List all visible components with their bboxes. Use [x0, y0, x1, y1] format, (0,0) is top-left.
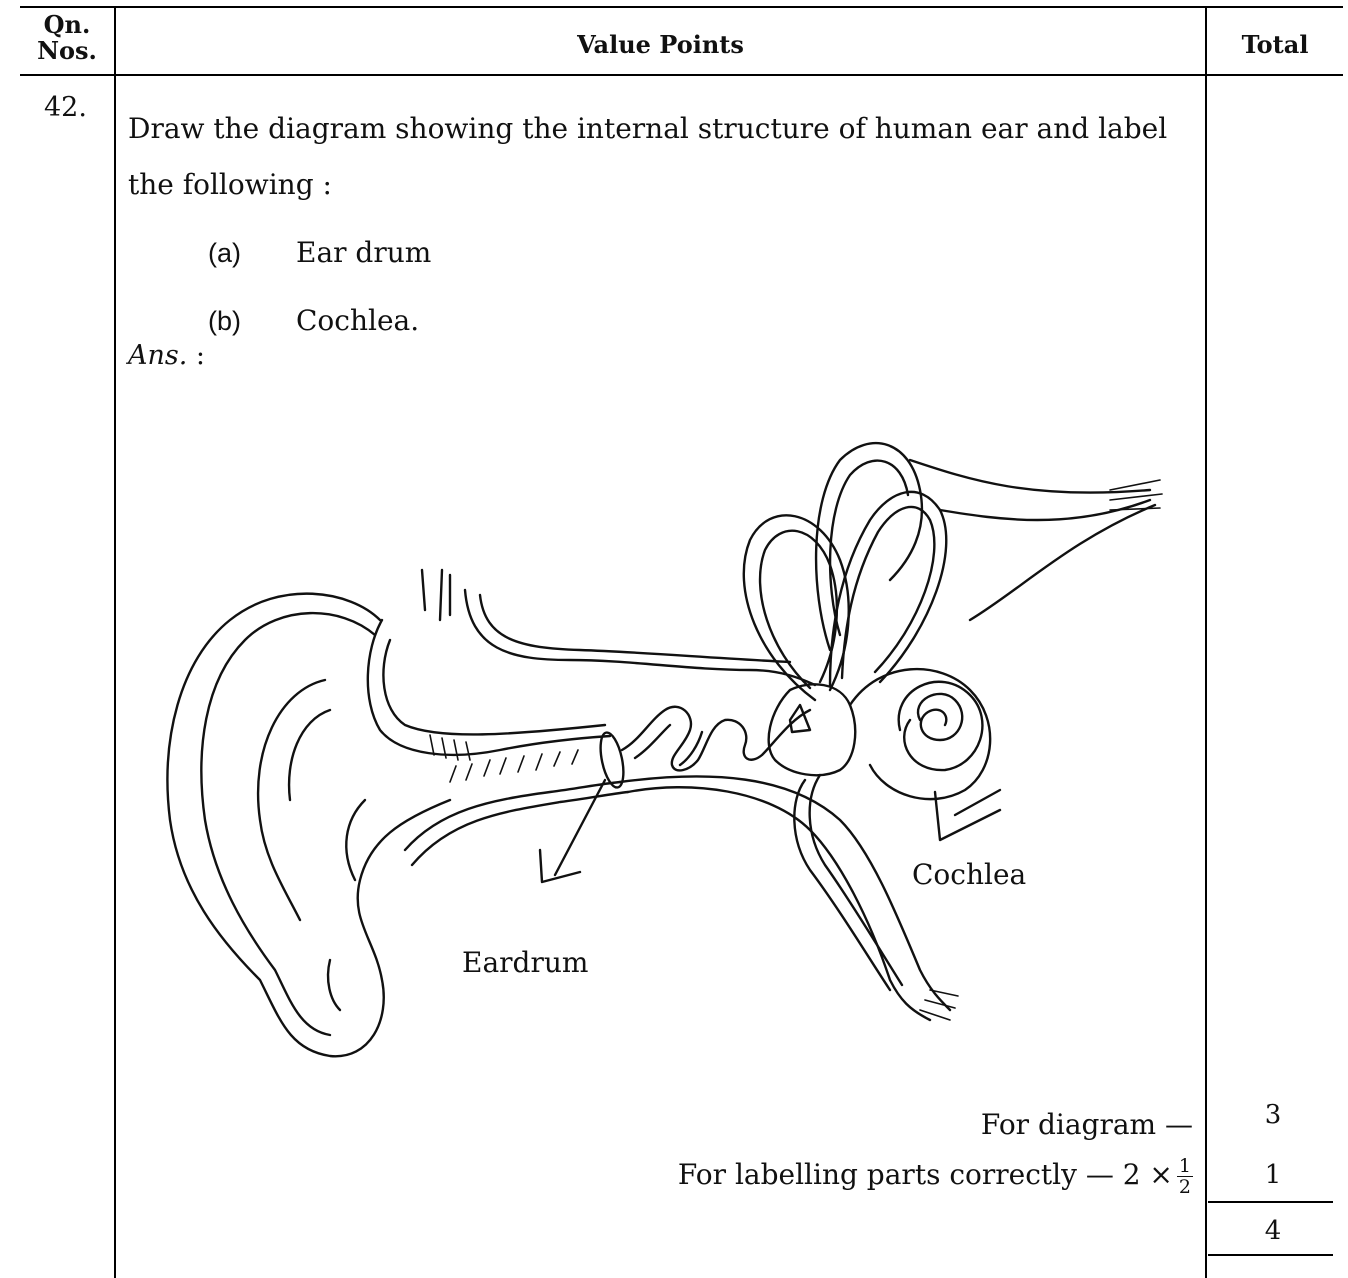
canal-loop-3: [816, 443, 922, 650]
answer-colon: :: [187, 340, 205, 371]
question-number: 42.: [44, 92, 87, 123]
column-divider-left: [114, 6, 116, 1278]
header-value-points: Value Points: [116, 30, 1205, 59]
fraction-numerator: 1: [1177, 1156, 1193, 1177]
lobe-detail: [328, 960, 340, 1010]
eustachian-outer: [628, 787, 930, 1020]
concha-curve: [289, 710, 330, 800]
diagram-score: 3: [1208, 1100, 1338, 1130]
option-b-text: Cochlea.: [296, 304, 419, 337]
table-top-rule: [20, 6, 1343, 8]
ossicles: [622, 707, 810, 771]
antihelix: [258, 680, 325, 920]
header-total: Total: [1207, 30, 1343, 59]
vestibule-inner: [790, 705, 810, 732]
total-score: 4: [1208, 1216, 1338, 1246]
eardrum-arrow: [540, 780, 605, 882]
option-b-letter: (b): [208, 306, 241, 337]
canal-loop-1-inner: [760, 531, 837, 688]
canal-loop-2-inner: [842, 507, 934, 678]
labelling-score: 1: [1208, 1160, 1338, 1190]
answer-label: Ans. :: [128, 340, 205, 371]
question-line-1: Draw the diagram showing the internal st…: [128, 112, 1167, 145]
canal-lower: [405, 782, 620, 850]
cochlea-label: Cochlea: [912, 858, 1026, 891]
eardrum-label: Eardrum: [462, 946, 588, 979]
tragus: [346, 800, 365, 880]
answer-label-italic: Ans.: [128, 340, 187, 371]
header-qn-line1: Qn.: [44, 10, 91, 39]
total-rule: [1208, 1254, 1333, 1256]
marking-labelling-text: For labelling parts correctly — 2 ×: [678, 1158, 1173, 1191]
pinna-outer: [168, 594, 451, 1057]
canal-top-stub-inner: [480, 595, 790, 662]
nerve-lower: [970, 505, 1155, 620]
column-divider-right: [1205, 6, 1207, 1278]
canal-upper-inner: [383, 640, 605, 734]
header-bottom-rule: [20, 74, 1343, 76]
option-a-letter: (a): [208, 238, 241, 269]
cochlea-spiral: [918, 694, 962, 740]
ear-diagram: [150, 420, 1170, 1070]
question-line-2: the following :: [128, 168, 332, 201]
fraction-denominator: 2: [1177, 1177, 1193, 1197]
header-qn-line2: Nos.: [37, 36, 97, 65]
subtotal-rule: [1208, 1201, 1333, 1203]
header-qn-nos: Qn. Nos.: [20, 12, 114, 64]
option-a-text: Ear drum: [296, 236, 431, 269]
marking-diagram-text: For diagram —: [981, 1108, 1193, 1141]
marking-diagram-line: For diagram —: [981, 1108, 1193, 1141]
tube-end: [920, 990, 958, 1020]
cochlea-outer: [850, 669, 990, 799]
nerve-upper: [910, 460, 1150, 493]
